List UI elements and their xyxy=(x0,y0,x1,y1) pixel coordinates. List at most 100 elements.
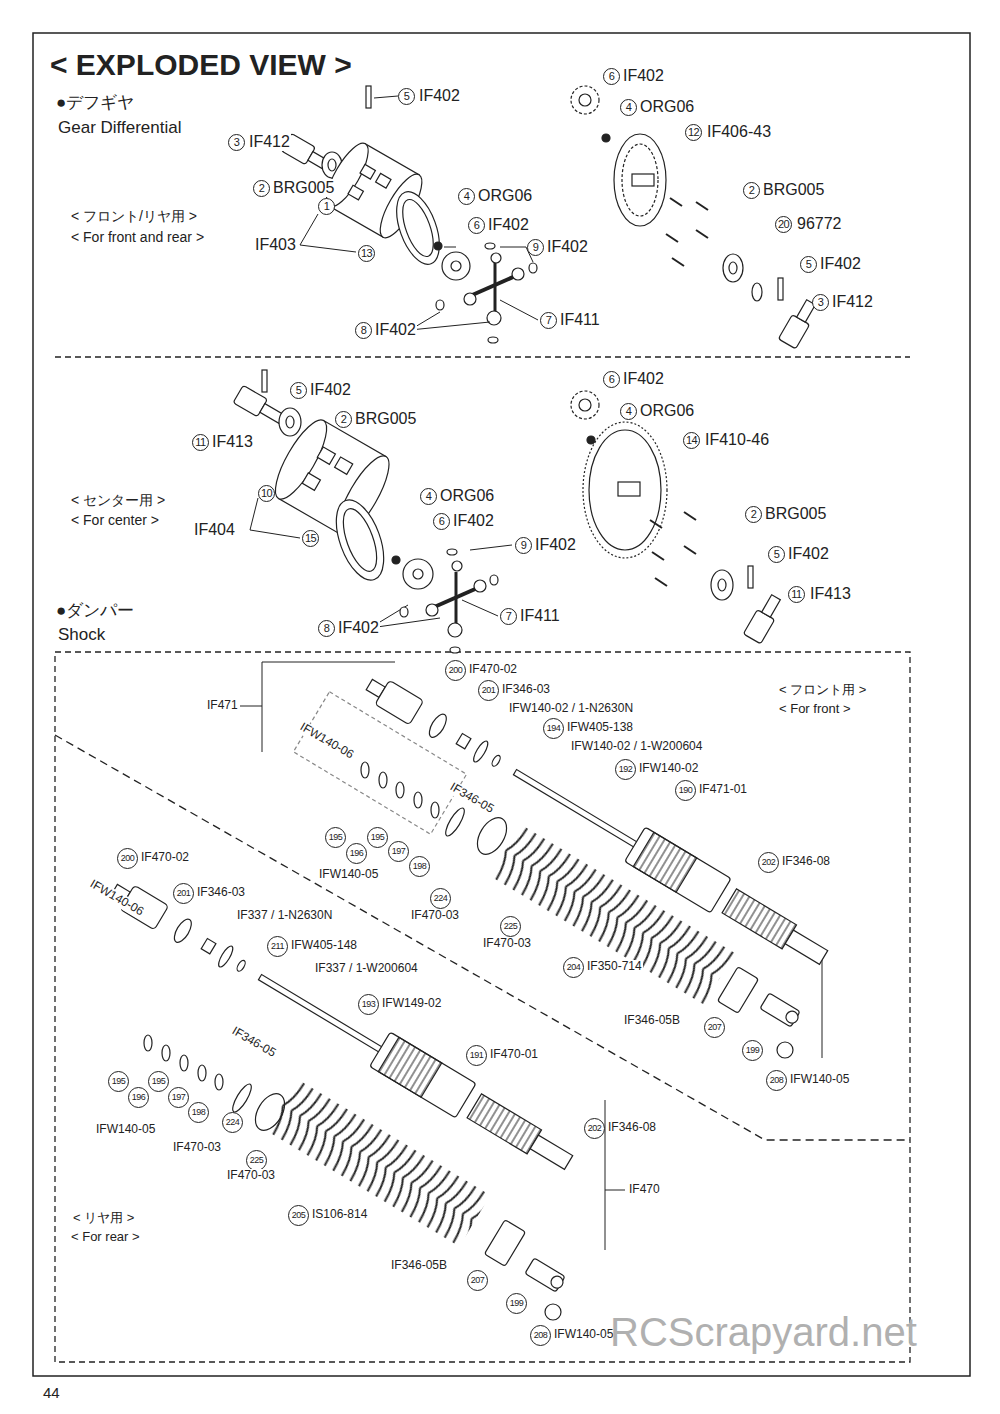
part-label: IFW140-02 / 1-W200604 xyxy=(570,740,703,754)
part-shape xyxy=(426,604,438,616)
part-shape xyxy=(589,430,661,550)
part-label: IF413 xyxy=(211,433,254,451)
part-shape xyxy=(485,243,495,249)
part-label: IF402 xyxy=(418,87,461,105)
part-shape xyxy=(490,824,735,1004)
callout-number: 13 xyxy=(358,245,375,262)
part-shape xyxy=(456,733,471,748)
part-label: IFW140-05 xyxy=(318,868,379,882)
part-shape xyxy=(490,575,498,585)
callout-number: 8 xyxy=(355,322,372,339)
part-shape xyxy=(262,662,395,663)
callout-number: 205 xyxy=(288,1205,309,1226)
part-shape xyxy=(229,1082,254,1115)
part-shape xyxy=(696,202,708,210)
part-shape xyxy=(723,254,743,282)
part-label: IFW149-02 xyxy=(381,997,442,1011)
part-shape xyxy=(696,230,708,238)
part-shape xyxy=(490,754,501,767)
part-label: IF411 xyxy=(559,311,601,329)
callout-number: 5 xyxy=(398,88,415,105)
part-label: 44 xyxy=(42,1384,61,1401)
part-shape xyxy=(571,86,599,114)
part-label: IFW405-148 xyxy=(290,939,358,953)
part-shape xyxy=(672,258,684,266)
part-shape xyxy=(235,959,246,972)
part-shape xyxy=(250,530,300,538)
part-label: IF337 / 1-W200604 xyxy=(314,962,419,976)
part-shape xyxy=(379,772,387,788)
part-shape xyxy=(666,198,708,266)
part-label: IF402 xyxy=(487,216,530,234)
gear-diff-right xyxy=(571,86,820,349)
part-shape xyxy=(262,370,267,392)
callout-number: 195 xyxy=(108,1071,129,1092)
part-label: IF402 xyxy=(374,321,417,339)
part-label: < For rear > xyxy=(70,1230,141,1245)
part-shape xyxy=(748,566,753,588)
part-label: IF402 xyxy=(534,536,577,554)
callout-number: 7 xyxy=(540,312,557,329)
part-shape xyxy=(512,268,524,280)
part-label: IFW140-02 / 1-N2630N xyxy=(508,702,634,716)
part-shape xyxy=(201,938,216,953)
callout-number: 192 xyxy=(615,759,636,780)
part-label: IF470-03 xyxy=(482,937,532,951)
part-shape xyxy=(414,792,422,808)
gear-diff-center xyxy=(233,370,785,653)
callout-number: 224 xyxy=(430,888,451,909)
callout-number: 2 xyxy=(253,180,270,197)
part-label: ORG06 xyxy=(477,187,533,205)
part-shape xyxy=(633,832,696,892)
part-shape xyxy=(494,262,497,312)
front-shock xyxy=(293,667,833,1058)
part-shape xyxy=(348,185,363,200)
part-label: BRG005 xyxy=(354,410,417,428)
part-label: IF413 xyxy=(809,585,852,603)
part-label: IF337 / 1-N2630N xyxy=(236,909,333,923)
part-label: 96772 xyxy=(796,215,843,233)
part-shape xyxy=(464,293,476,305)
part-label: < フロント用 > xyxy=(778,683,867,698)
part-shape xyxy=(403,559,433,589)
gear-diff-left xyxy=(281,86,537,343)
part-shape xyxy=(471,739,490,764)
part-label: IFW140-05 xyxy=(553,1328,614,1342)
part-shape xyxy=(267,1079,491,1246)
callout-number: 207 xyxy=(704,1017,725,1038)
frames xyxy=(33,33,970,1376)
part-shape xyxy=(317,447,335,464)
part-shape xyxy=(605,1190,625,1191)
part-label: IF471-01 xyxy=(698,783,748,797)
part-shape xyxy=(444,247,456,248)
part-shape xyxy=(171,917,195,945)
part-shape xyxy=(327,494,393,587)
part-shape xyxy=(571,391,599,419)
part-label: IF403 xyxy=(254,236,297,254)
callout-number: 225 xyxy=(500,916,521,937)
part-label: IF470-02 xyxy=(140,851,190,865)
part-shape xyxy=(490,824,735,1004)
part-label: IF346-08 xyxy=(781,855,831,869)
part-shape xyxy=(760,993,802,1028)
part-shape xyxy=(618,482,640,496)
part-shape xyxy=(711,570,733,600)
part-label: IF346-05B xyxy=(623,1014,681,1028)
part-shape xyxy=(579,399,591,411)
callout-number: 6 xyxy=(433,513,450,530)
callout-number: 15 xyxy=(302,530,319,547)
part-label: IF470-02 xyxy=(468,663,518,677)
rear-shock xyxy=(104,872,579,1320)
part-shape xyxy=(434,242,442,250)
callout-number: 202 xyxy=(584,1118,605,1139)
callout-number: 14 xyxy=(683,432,700,449)
part-shape xyxy=(717,967,758,1014)
part-shape xyxy=(718,579,726,591)
part-shape xyxy=(684,512,696,520)
callout-number: 198 xyxy=(409,856,430,877)
part-shape xyxy=(484,1220,525,1267)
part-shape xyxy=(583,422,667,558)
part-shape xyxy=(388,186,448,270)
leader-lines xyxy=(240,96,822,1250)
part-shape xyxy=(279,408,301,436)
